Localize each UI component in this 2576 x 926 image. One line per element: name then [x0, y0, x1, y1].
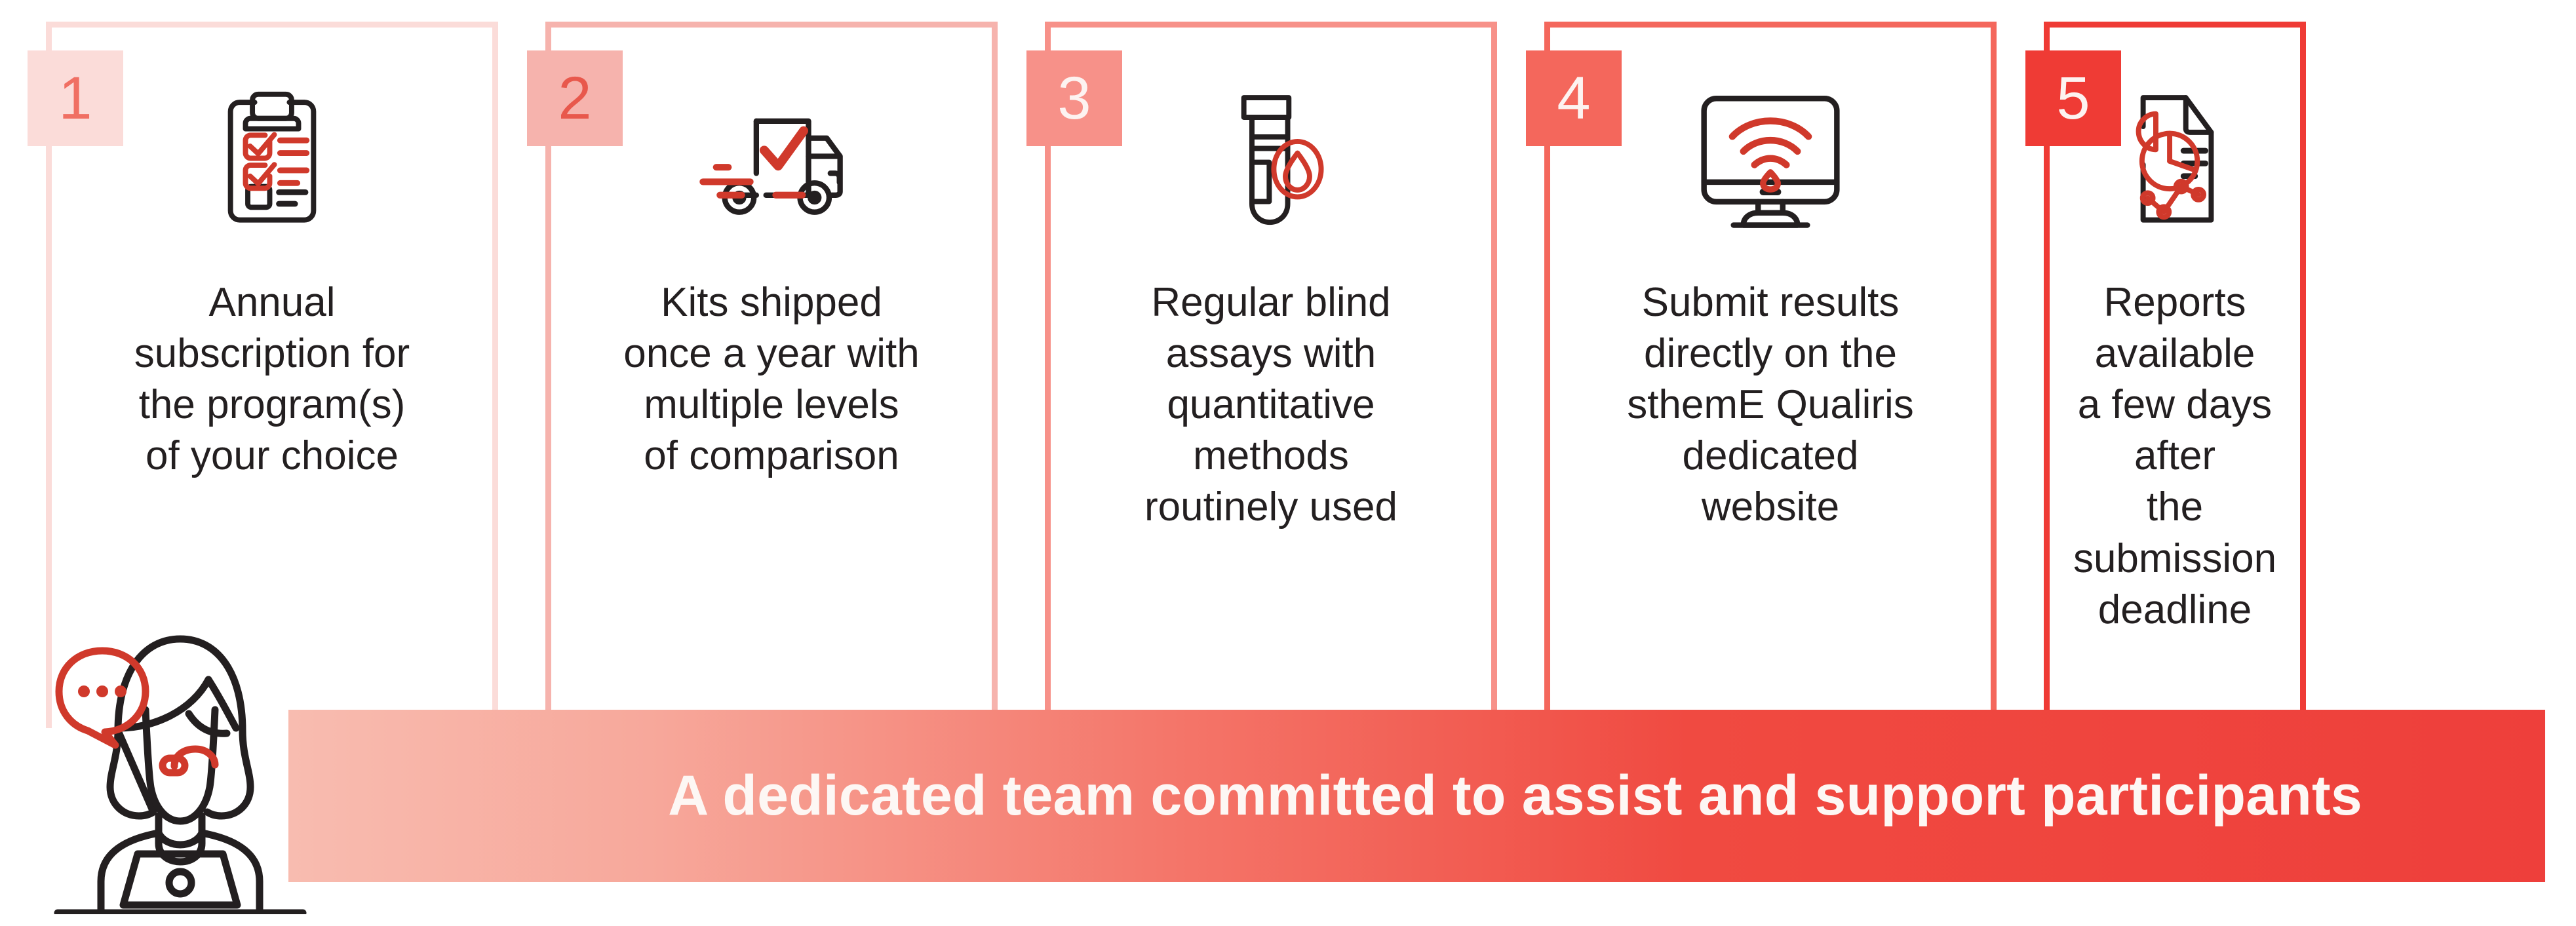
step-column-2: 2 Kits shipped once a year with multiple…: [527, 22, 998, 728]
step-caption-1: Annual subscription for the program(s) o…: [134, 280, 410, 479]
step-number-badge-3: 3: [1026, 50, 1122, 146]
support-agent-illustration: [20, 600, 341, 918]
step-column-1: 1 Annual subscription for the program(s)…: [28, 22, 498, 728]
step-frame-4: [1544, 22, 1997, 728]
step-column-4: 4 Submit results directly on the sthemE …: [1526, 22, 1997, 728]
step-caption-5: Reports available a few days after the s…: [2073, 280, 2277, 632]
step-number-badge-4: 4: [1526, 50, 1622, 146]
step-number-badge-5: 5: [2025, 50, 2121, 146]
step-number-badge-1: 1: [28, 50, 123, 146]
banner-headline: A dedicated team committed to assist and…: [668, 764, 2362, 827]
monitor-wifi-icon: [1544, 75, 1997, 246]
step-caption-4: Submit results directly on the sthemE Qu…: [1627, 280, 1914, 530]
step-column-5: 5 Reports available a few days after the…: [2025, 22, 2306, 728]
step-caption-3: Regular blind assays with quantitative m…: [1144, 280, 1398, 530]
step-column-3: 3 Regular blind assays with quantitative…: [1026, 22, 1497, 728]
support-banner: A dedicated team committed to assist and…: [288, 710, 2545, 882]
clipboard-checklist-icon: [46, 75, 498, 246]
report-chart-document-icon: [2044, 75, 2306, 246]
step-number-badge-2: 2: [527, 50, 623, 146]
step-frame-3: [1045, 22, 1497, 728]
step-frame-5: [2044, 22, 2306, 728]
step-caption-2: Kits shipped once a year with multiple l…: [623, 280, 920, 479]
delivery-truck-icon: [545, 75, 998, 246]
test-tube-blood-drop-icon: [1045, 75, 1497, 246]
step-frame-2: [545, 22, 998, 728]
step-frame-1: [46, 22, 498, 728]
